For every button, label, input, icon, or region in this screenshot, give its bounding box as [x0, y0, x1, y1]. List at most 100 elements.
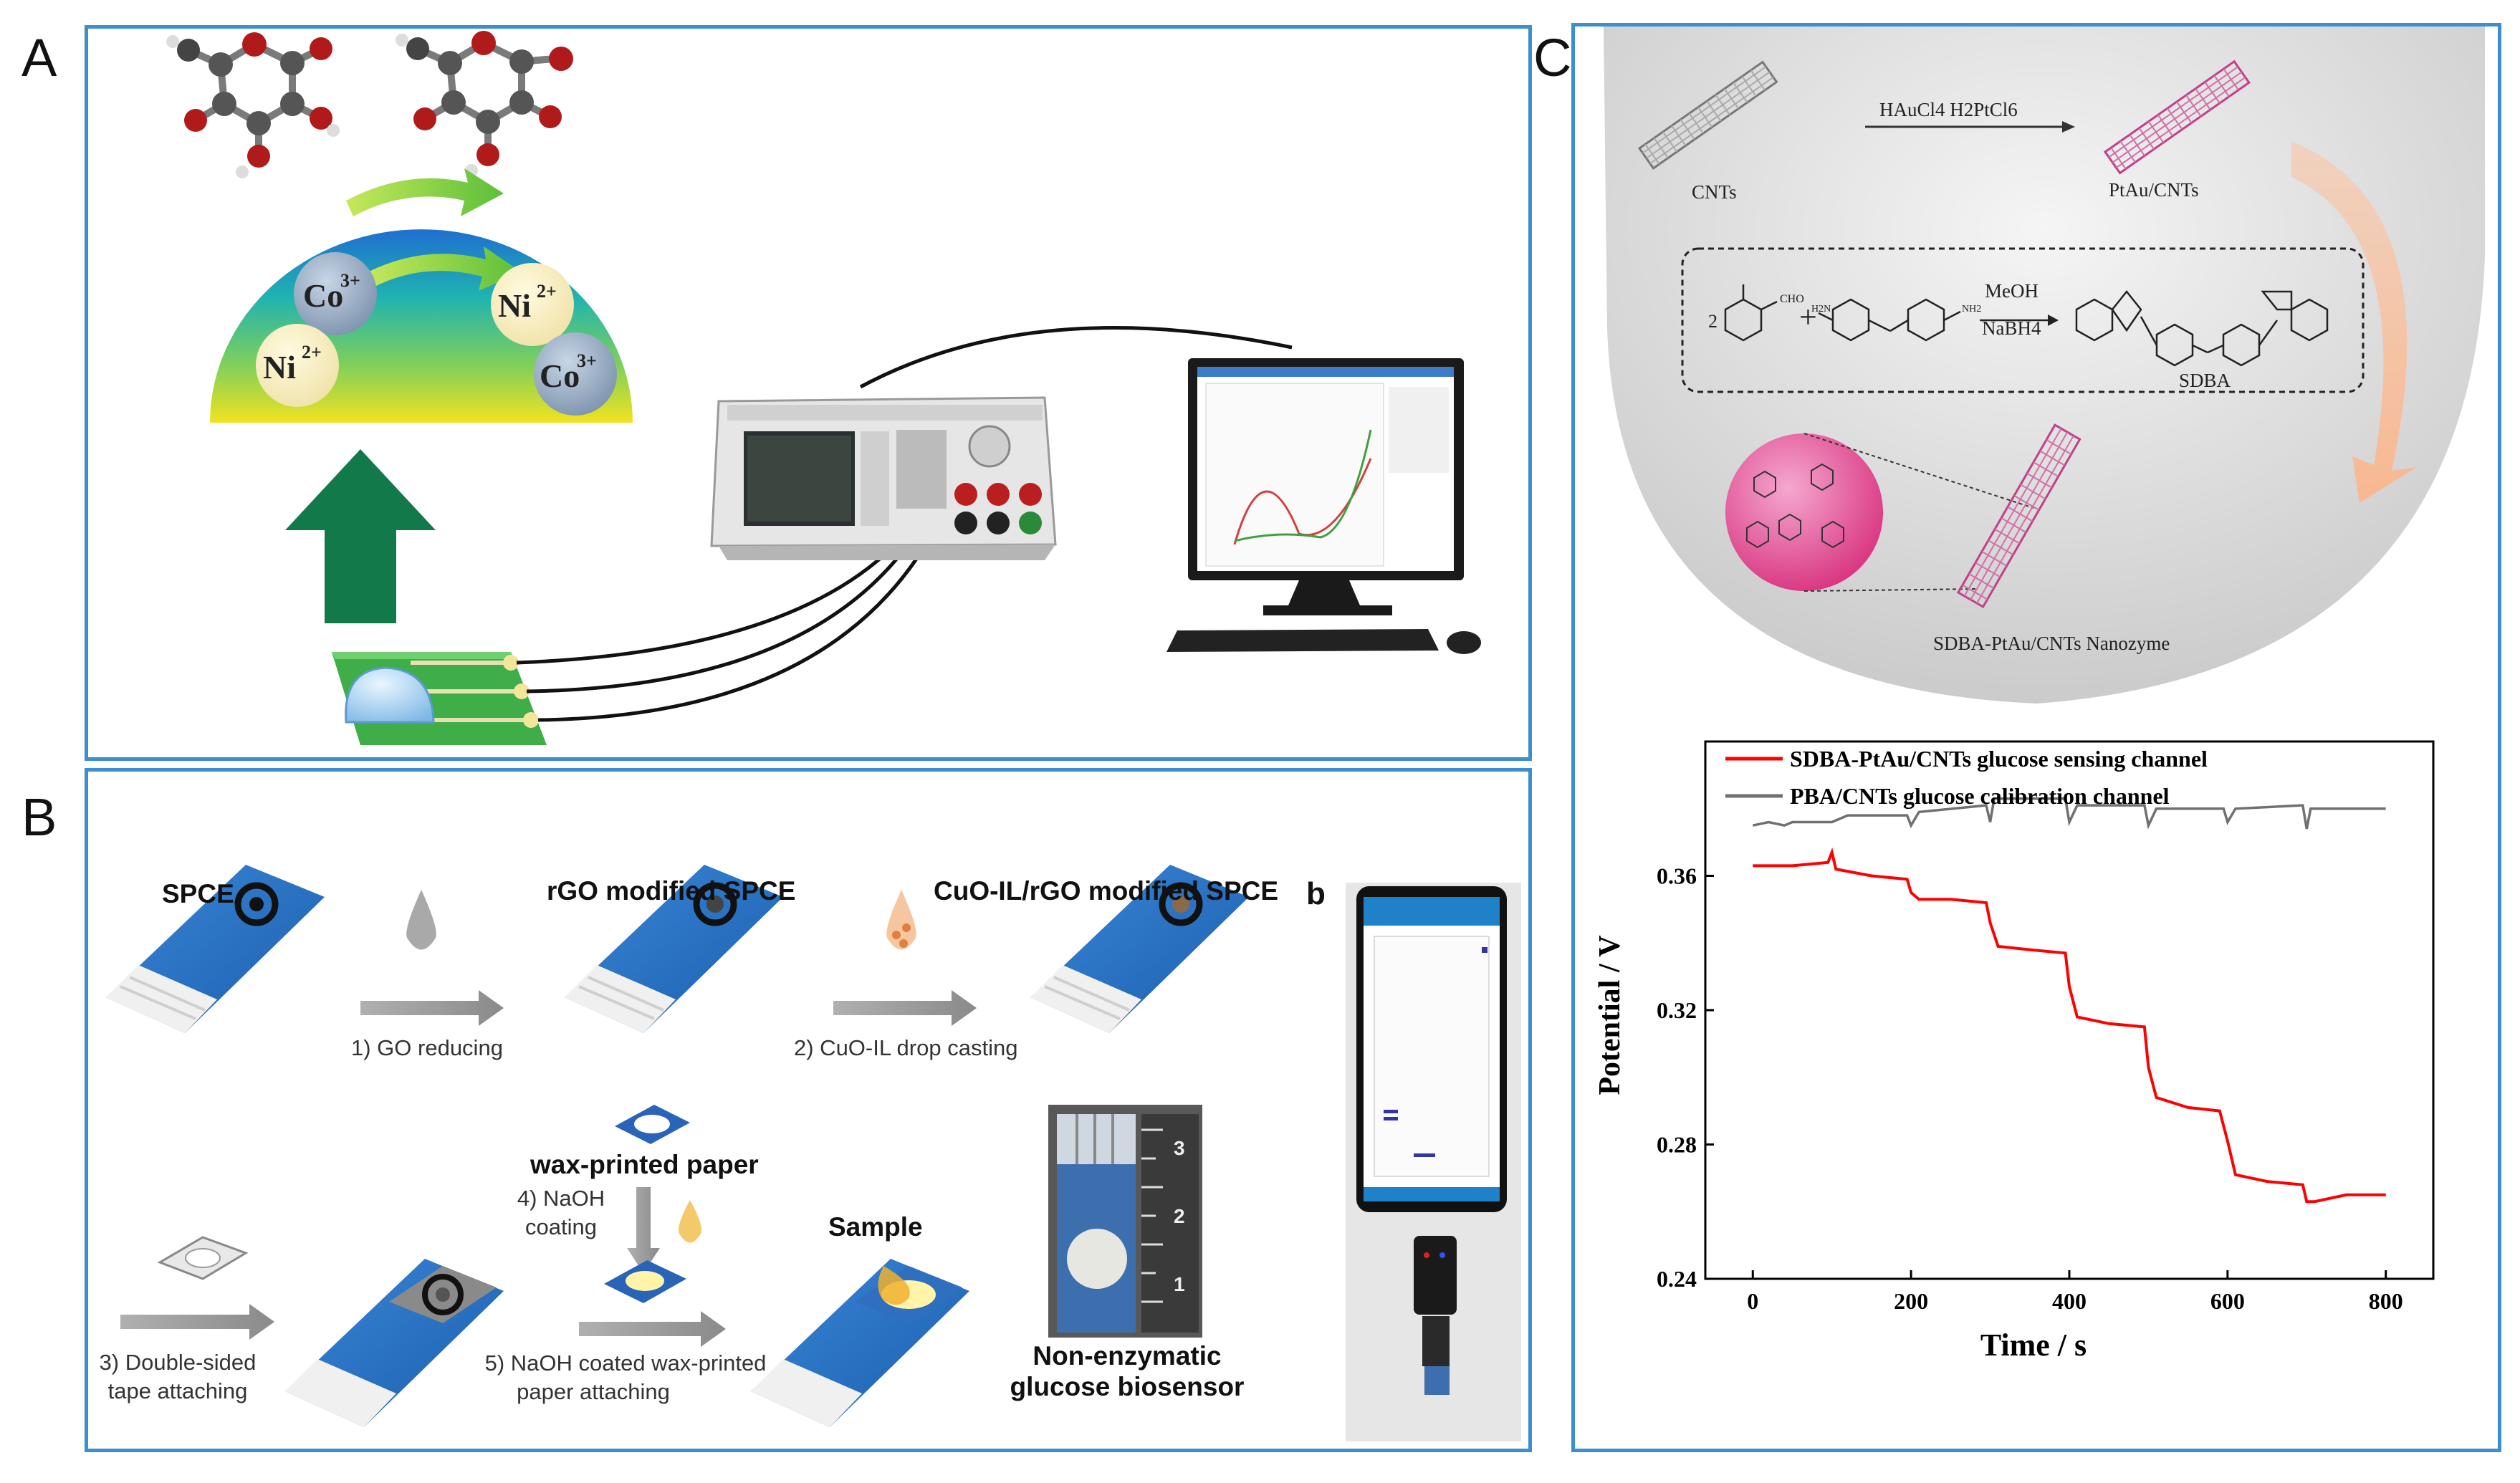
panel-label-c: C — [1533, 28, 1572, 87]
ion-ni-right-charge: 2+ — [537, 281, 557, 302]
final-sensor-chip — [751, 1259, 969, 1427]
sphere-structures — [1746, 463, 1844, 549]
droplet — [345, 666, 435, 724]
x-axis-label: Time / s — [1980, 1328, 2087, 1363]
series-line-1 — [1753, 847, 2386, 1204]
cho-label: CHO — [1780, 293, 1804, 305]
step3-arrow — [120, 1304, 274, 1340]
computer — [1166, 358, 1481, 654]
sensor-label-1: Non-enzymatic — [1033, 1341, 1222, 1371]
ion-ni-right-label: Ni — [498, 287, 531, 324]
coated-paper-icon — [604, 1260, 686, 1303]
x-tick-label: 600 — [2210, 1288, 2245, 1314]
rgo-spce-chip — [565, 865, 783, 1033]
meoh-label: MeOH — [1985, 280, 2038, 302]
panel-b: SPCE rGO modified SPCE CuO-IL/rGO modifi… — [85, 768, 1532, 1452]
nabh4-label: NaBH4 — [1982, 317, 2041, 339]
ion-ni-right: Ni 2+ — [491, 263, 574, 346]
glucose-molecule-right — [396, 31, 573, 177]
smartphone-photo — [1346, 883, 1521, 1441]
step1-arrow — [360, 990, 504, 1026]
spce-title: SPCE — [162, 879, 234, 908]
sensor-photo — [1048, 1105, 1202, 1338]
plus-sign: + — [1799, 299, 1817, 335]
nanozyme-cnt — [1956, 423, 2081, 609]
glucose-molecule-left — [166, 32, 340, 178]
coefficient: 2 — [1708, 311, 1717, 332]
cnts-label: CNTs — [1692, 181, 1737, 203]
reagents-label: HAuCl4 H2PtCl6 — [1879, 99, 2018, 120]
h2n-label: H2N — [1811, 304, 1831, 315]
y-axis-label: Potential / V — [1594, 935, 1626, 1095]
panel-a: Co 3+ Ni 2+ Ni 2+ Co 3+ — [85, 25, 1532, 761]
ion-ni-left-label: Ni — [263, 349, 296, 385]
go-droplet-icon — [406, 890, 436, 950]
y-tick-label: 0.32 — [1657, 997, 1697, 1023]
naoh-droplet-icon — [679, 1200, 701, 1243]
sample-label: Sample — [828, 1212, 923, 1242]
panel-b-illustration — [106, 865, 1521, 1441]
ion-transfer-arrow — [368, 246, 522, 291]
y-tick-label: 0.28 — [1657, 1132, 1697, 1158]
cuo-title: CuO-IL/rGO modified SPCE — [934, 876, 1279, 906]
conversion-arrow — [346, 168, 504, 216]
spce-chip — [106, 865, 325, 1033]
legend-label-2: PBA/CNTs glucose calibration channel — [1790, 783, 2170, 809]
step2-label: 2) CuO-IL drop casting — [794, 1035, 1018, 1060]
sdba-synthesis-box — [1681, 247, 2365, 393]
panel-label-a: A — [21, 28, 57, 87]
nanozyme-sphere — [1725, 433, 1883, 591]
y-tick-label: 0.24 — [1657, 1266, 1697, 1292]
sdba-label: SDBA — [2179, 370, 2231, 391]
legend-label-1: SDBA-PtAu/CNTs glucose sensing channel — [1790, 746, 2208, 772]
wires — [516, 326, 1293, 722]
series-line-2 — [1752, 797, 2386, 830]
panel-label-b: B — [21, 787, 57, 847]
ion-co-right: Co 3+ — [534, 332, 617, 416]
step5-label-1: 5) NaOH coated wax-printed — [484, 1350, 767, 1376]
process-arrow — [2291, 141, 2417, 503]
cnt-pink — [2103, 59, 2251, 175]
x-tick-label: 0 — [1747, 1288, 1758, 1314]
tape-attached-chip — [285, 1259, 504, 1427]
ion-ni-left-charge: 2+ — [302, 342, 322, 363]
electrode-chip — [332, 652, 547, 745]
chart-frame — [1704, 740, 2435, 1280]
cnt-gray — [1637, 60, 1778, 170]
up-arrow-icon — [285, 449, 436, 623]
ion-co-top-label: Co — [303, 277, 343, 314]
ion-co-top-charge: 3+ — [340, 270, 360, 291]
step4-arrow — [627, 1187, 660, 1273]
ruler-mark-2: 2 — [1174, 1205, 1185, 1227]
panel-a-illustration: Co 3+ Ni 2+ Ni 2+ Co 3+ — [166, 31, 1481, 745]
potential-time-chart: 0 200 400 600 800 0.24 0.28 0.32 0.36 SDBA-PtAu/… — [1594, 740, 2435, 1363]
subpanel-b-label: b — [1306, 876, 1326, 911]
sample-droplet-icon — [878, 1266, 910, 1305]
step4-label-1: 4) NaOH — [517, 1186, 605, 1211]
ptau-label: PtAu/CNTs — [2109, 179, 2199, 201]
potentiostat — [710, 396, 1057, 560]
step3-label-2: tape attaching — [107, 1378, 248, 1403]
sdba-structures — [1724, 284, 2329, 367]
ion-co-right-charge: 3+ — [577, 350, 597, 371]
cuo-spce-chip — [1030, 865, 1249, 1033]
ion-co-top: Co 3+ — [294, 252, 377, 335]
x-tick-label: 400 — [2052, 1288, 2087, 1314]
ruler-mark-3: 3 — [1174, 1137, 1185, 1159]
y-tick-label: 0.36 — [1657, 863, 1697, 889]
ion-co-right-label: Co — [540, 357, 580, 394]
wax-paper-label: wax-printed paper — [530, 1150, 759, 1179]
step5-label-2: paper attaching — [517, 1379, 670, 1404]
rgo-title: rGO modified SPCE — [547, 876, 796, 906]
panel-c-scheme: CNTs HAuCl4 H2PtCl6 PtAu/CNTs MeOH NaBH4… — [1604, 27, 2485, 704]
ion-ni-left: Ni 2+ — [256, 324, 339, 407]
wax-paper-icon — [615, 1105, 690, 1144]
ruler-mark-1: 1 — [1174, 1273, 1185, 1295]
step5-arrow — [579, 1311, 726, 1347]
nanozyme-label: SDBA-PtAu/CNTs Nanozyme — [1933, 633, 2170, 654]
step2-arrow — [833, 990, 977, 1026]
step3-label-1: 3) Double-sided — [99, 1350, 257, 1375]
sensor-label-2: glucose biosensor — [1010, 1372, 1245, 1401]
x-tick-label: 800 — [2369, 1288, 2403, 1314]
x-tick-label: 200 — [1894, 1288, 1928, 1314]
